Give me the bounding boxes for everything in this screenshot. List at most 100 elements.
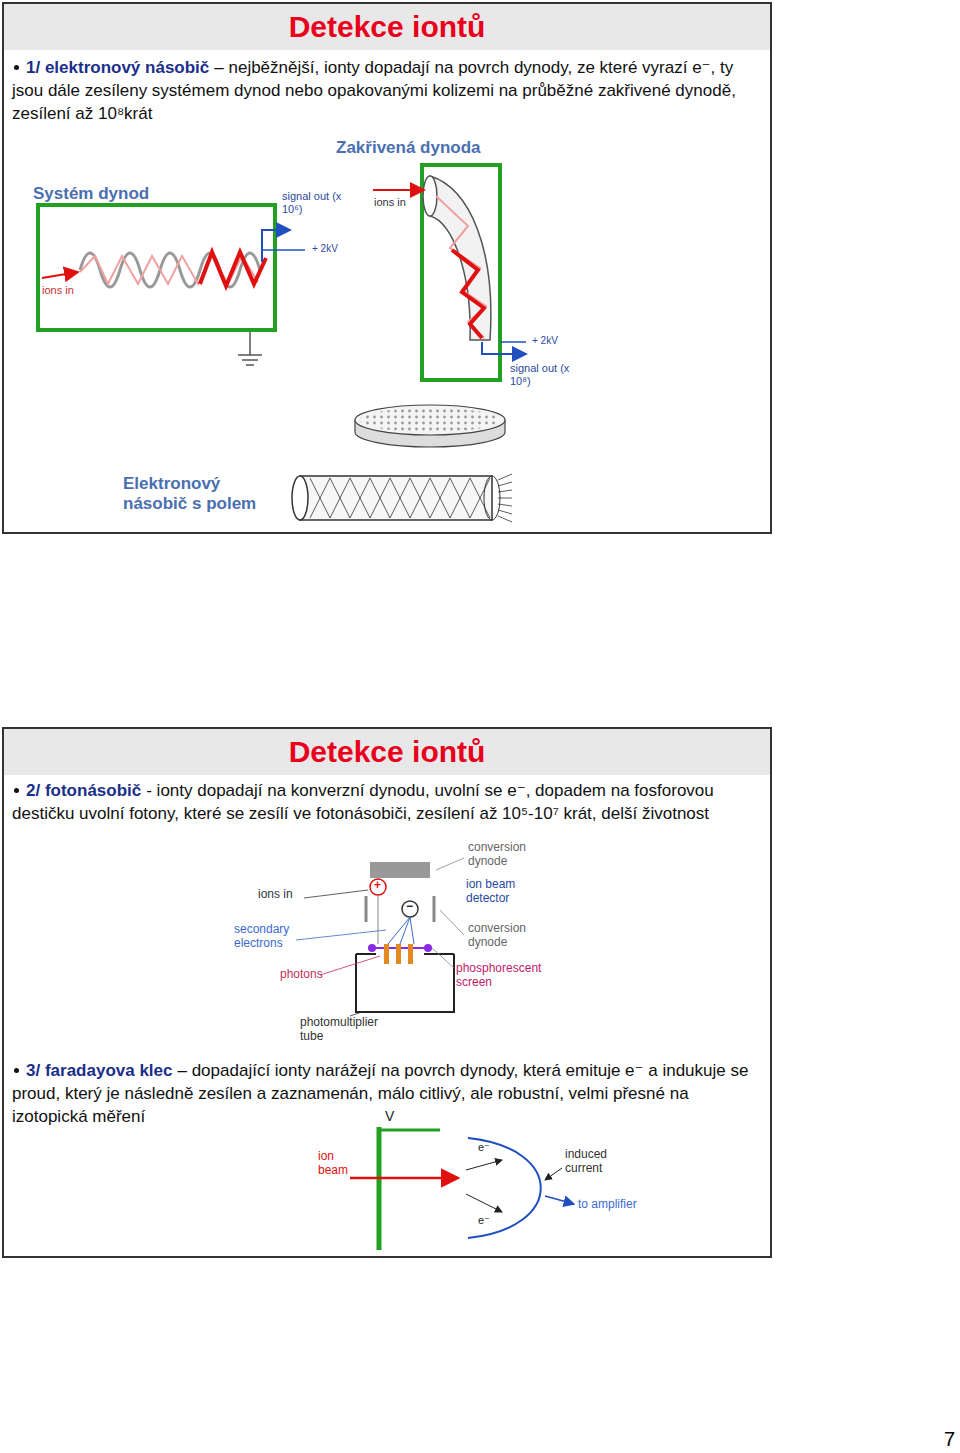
bullet-paragraph: 1/ elektronový násobič– nejběžnější, ion… (12, 56, 764, 125)
illustration-stroke (466, 1160, 502, 1170)
illustration-stroke (249, 332, 251, 355)
illustration-stroke (498, 510, 512, 514)
illustration-stroke (410, 478, 430, 518)
electron-label: e⁻ (478, 1214, 490, 1227)
illustration-stroke (388, 917, 410, 944)
electron-label: e⁻ (478, 1141, 490, 1154)
faraday-cup (350, 1127, 574, 1250)
illustration-stroke (304, 890, 368, 898)
ion-input-label: ions in (42, 284, 74, 297)
part-label: phosphorescent screen (456, 962, 554, 990)
illustration-stroke (402, 901, 418, 917)
illustration-stroke (200, 252, 266, 286)
bullet-heading: 3/ faradayova klec (26, 1061, 172, 1080)
illustration-stroke (300, 476, 492, 520)
illustration-stroke (396, 944, 401, 964)
illustration-stroke (330, 478, 350, 518)
bullet-heading: 1/ elektronový násobič (26, 58, 209, 77)
illustration-stroke (390, 478, 410, 518)
illustration-stroke (468, 1138, 541, 1238)
illustration-stroke (370, 478, 390, 518)
illustration-stroke (422, 165, 500, 380)
bullet-dot (14, 1068, 19, 1073)
illustration-stroke (452, 250, 484, 338)
illustration-stroke (370, 478, 390, 518)
photomultiplier-setup (296, 858, 464, 1016)
slide-title: Detekce iontů (4, 734, 770, 770)
illustration-stroke (470, 478, 490, 518)
slide-frame: Detekce iontů 1/ elektronový násobič– nej… (2, 2, 772, 534)
illustration-stroke (310, 478, 330, 518)
part-label: conversion dynode (468, 922, 540, 950)
illustration-stroke (498, 516, 512, 522)
illustration-stroke (320, 956, 380, 975)
voltage-label: + 2kV (312, 243, 338, 255)
illustration-stroke (356, 953, 376, 955)
illustration-stroke (432, 948, 454, 968)
illustration-stroke (378, 895, 379, 944)
ion-input-label: ions in (258, 888, 293, 902)
part-label: photons (280, 968, 323, 982)
charge-symbol: − (406, 900, 413, 914)
illustration-stroke (410, 917, 414, 944)
illustration-stroke (440, 910, 464, 935)
illustration-stroke (433, 896, 436, 922)
illustration-stroke (498, 490, 512, 492)
illustration-stroke (470, 478, 490, 518)
illustration-stroke (498, 474, 512, 480)
illustration-stroke (356, 954, 454, 1012)
illustration-stroke (262, 249, 305, 251)
illustration-stroke (430, 478, 450, 518)
illustration-stroke (484, 476, 500, 520)
illustration-stroke (368, 944, 376, 952)
illustration-stroke (246, 364, 254, 366)
illustration-stroke (42, 272, 78, 278)
illustration-stroke (330, 478, 350, 518)
illustration-stroke (310, 478, 330, 518)
illustration-stroke (450, 478, 470, 518)
part-label: to amplifier (578, 1198, 637, 1212)
illustration-stroke (424, 944, 432, 952)
curved-dynode (373, 165, 526, 380)
bullet-dot (14, 788, 19, 793)
illustration-stroke (310, 474, 512, 522)
illustration-stroke (350, 478, 370, 518)
slide-title: Detekce iontů (4, 9, 770, 45)
illustration-stroke (466, 1194, 502, 1212)
illustration-stroke (355, 405, 505, 435)
figure-caption: Zakřivená dynoda (336, 138, 481, 158)
signal-label: signal out (x 10⁸) (510, 362, 572, 387)
bullet-dot (14, 65, 19, 70)
part-label: ion beam detector (466, 878, 548, 906)
beam-label: ion beam (318, 1150, 358, 1178)
voltage-label: + 2kV (532, 335, 558, 347)
page-number: 7 (944, 1428, 955, 1451)
illustration-stroke (410, 478, 430, 518)
part-label: induced current (565, 1148, 625, 1176)
illustration-stroke (360, 408, 500, 432)
figure-caption: Systém dynod (33, 184, 149, 204)
signal-label: signal out (x 10⁶) (282, 190, 344, 215)
illustration-stroke (482, 342, 526, 354)
illustration-stroke (350, 478, 370, 518)
voltage-label: V (385, 1108, 394, 1124)
illustration-stroke (400, 917, 410, 944)
illustration-stroke (377, 1129, 440, 1132)
illustration-stroke (500, 341, 526, 343)
illustration-stroke (262, 230, 290, 262)
illustration-stroke (365, 896, 368, 922)
illustration-stroke (370, 862, 430, 878)
dynode-system (38, 205, 305, 365)
part-label: conversion dynode (468, 841, 540, 869)
illustration-stroke (38, 205, 275, 330)
illustration-stroke (498, 482, 512, 486)
illustration-stroke (377, 1127, 382, 1250)
illustration-stroke (390, 478, 410, 518)
illustration-stroke (545, 1196, 574, 1204)
illustration-stroke (292, 476, 308, 520)
illustration-stroke (436, 858, 464, 870)
illustration-stroke (430, 176, 491, 340)
illustration-stroke (430, 478, 450, 518)
bullet-paragraph: 2/ fotonásobič- ionty dopadají na konver… (12, 779, 764, 825)
